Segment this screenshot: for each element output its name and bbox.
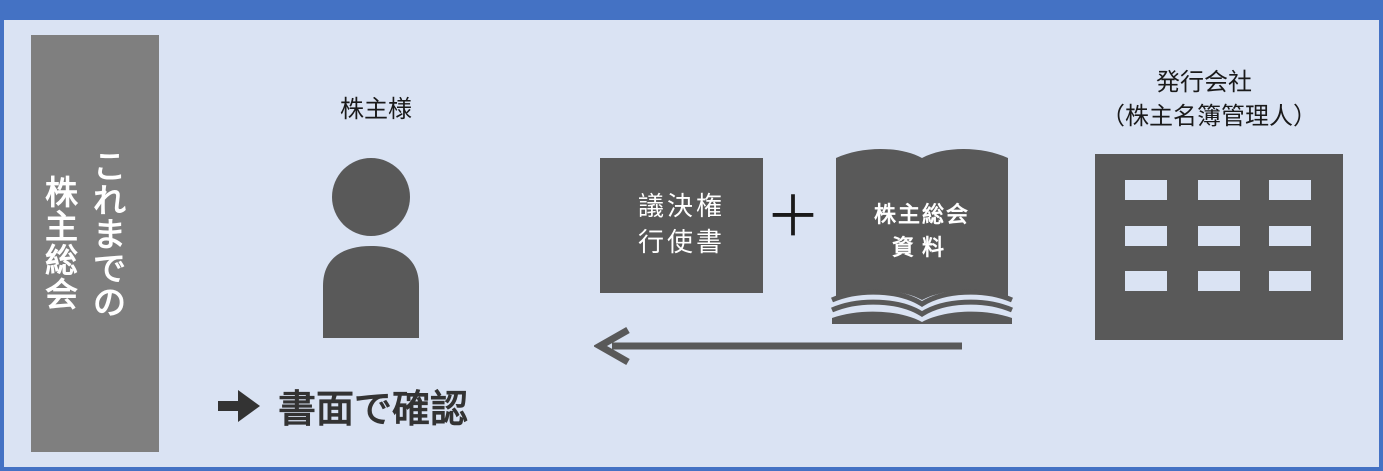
sidebar-char: の	[93, 283, 126, 322]
plus-sign: ＋	[765, 185, 821, 250]
building-icon	[1095, 154, 1343, 340]
book-icon	[831, 149, 1013, 324]
person-icon	[323, 158, 419, 338]
issuer-label-line2: （株主名簿管理人）	[1101, 102, 1317, 130]
proxy-form-label-line2: 行使書	[637, 227, 725, 258]
sidebar-column-right: こ れ ま で の	[93, 150, 126, 320]
proxy-form-label-line1: 議決権	[637, 192, 725, 223]
sidebar-char: 株	[45, 173, 78, 212]
sidebar-column-left: 株 主 総 会	[45, 176, 78, 312]
sidebar-char: こ	[93, 147, 126, 186]
sidebar-char: 会	[45, 275, 78, 314]
shareholder-label: 株主様	[340, 95, 412, 123]
materials-label-line1: 株主総会	[873, 203, 970, 228]
confirm-in-writing: 書面で確認	[218, 378, 468, 433]
sidebar-char: ま	[93, 215, 126, 254]
right-arrow-icon	[218, 389, 260, 422]
materials-label-line2: 資料	[891, 236, 952, 261]
proxy-form-document: 議決権 行使書	[600, 158, 763, 293]
top-bar	[0, 0, 1383, 20]
sidebar-char: 主	[45, 207, 78, 246]
sidebar-char: れ	[93, 181, 126, 220]
issuer-label-line1: 発行会社	[1156, 68, 1252, 96]
sidebar-label: こ れ ま で の 株 主 総 会	[31, 35, 159, 452]
sidebar-char: で	[93, 249, 126, 288]
sidebar-char: 総	[45, 241, 78, 280]
left-arrow-icon	[594, 326, 962, 366]
confirm-label: 書面で確認	[278, 387, 469, 431]
